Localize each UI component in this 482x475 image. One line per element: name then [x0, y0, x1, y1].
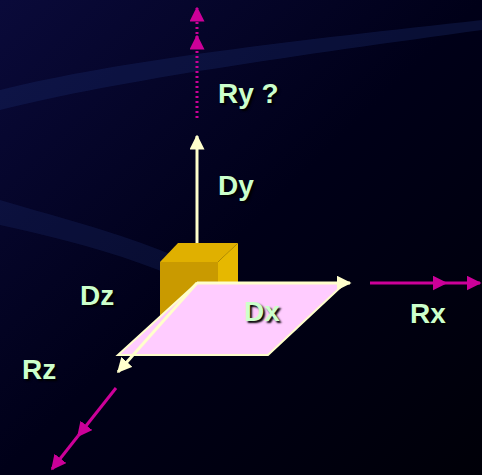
- rotation-arrow: [370, 282, 446, 285]
- rotation-arrow: [196, 36, 199, 118]
- translation-arrow: [197, 282, 350, 285]
- axis-label: Dy: [218, 172, 254, 200]
- rotation-arrow: [446, 282, 480, 285]
- axis-label: Dx: [244, 298, 280, 326]
- background-streak: [0, 20, 482, 110]
- plane: [118, 283, 345, 355]
- rotation-arrow: [52, 436, 78, 469]
- rotation-arrow: [196, 8, 199, 34]
- axis-label: Ry ?: [218, 80, 279, 108]
- translation-arrow: [118, 283, 197, 372]
- axis-label: Rz: [22, 356, 56, 384]
- translation-arrow: [196, 136, 199, 250]
- axis-label: Rx: [410, 300, 446, 328]
- rotation-arrow: [78, 388, 116, 436]
- axis-label: Dz: [80, 282, 114, 310]
- background-streak: [0, 200, 300, 335]
